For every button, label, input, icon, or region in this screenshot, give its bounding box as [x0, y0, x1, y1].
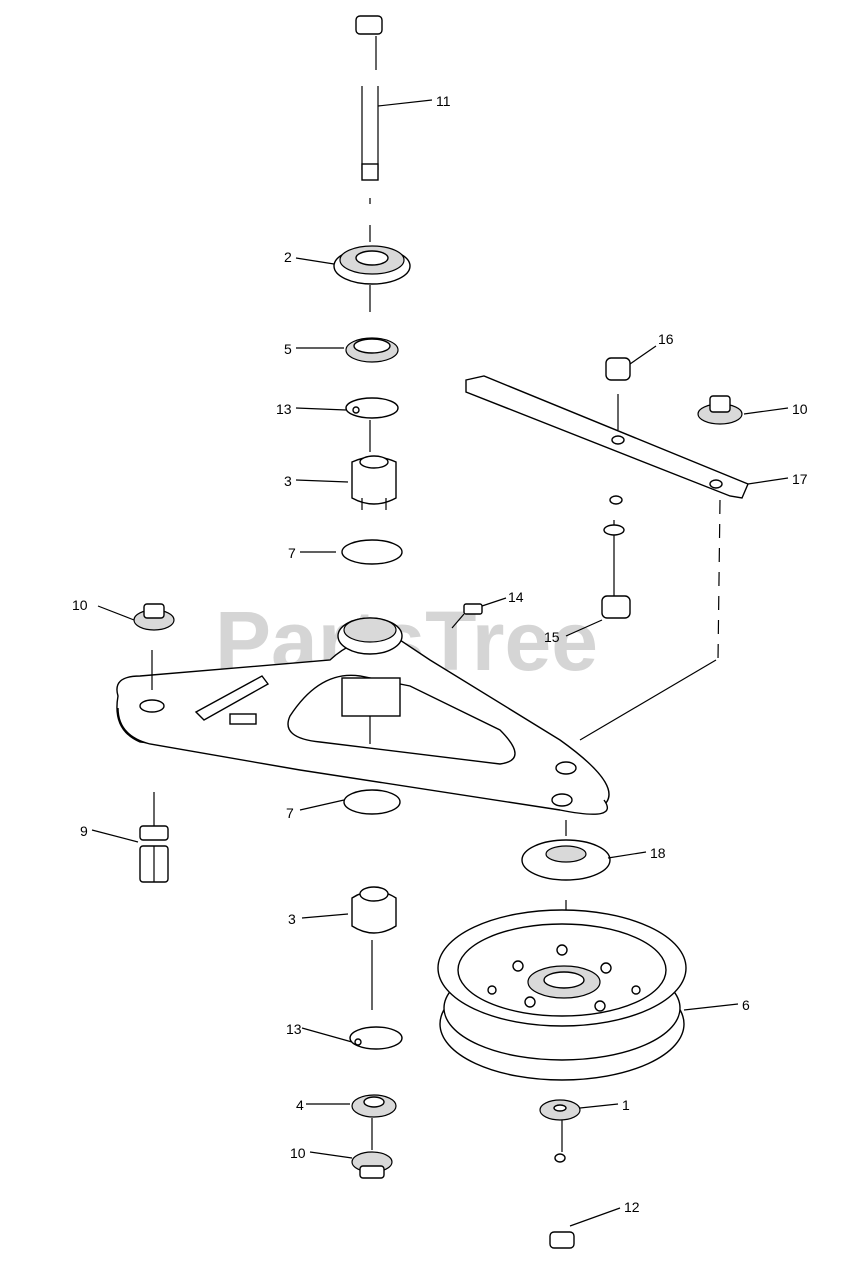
- part-16-nut: [605, 357, 631, 430]
- part-5-seal: [345, 337, 399, 363]
- callout-9: 9: [80, 823, 88, 839]
- part-14-grease-fitting: [451, 603, 483, 629]
- part-3-spacer-lower: [351, 886, 397, 1010]
- part-9-pivot-bolt: [139, 792, 169, 883]
- callout-13-upper: 13: [276, 401, 292, 417]
- callout-10-left: 10: [72, 597, 88, 613]
- callout-17: 17: [792, 471, 808, 487]
- callout-16: 16: [658, 331, 674, 347]
- callout-12: 12: [624, 1199, 640, 1215]
- part-10-nut-bottom: [351, 1118, 393, 1179]
- callout-7-upper: 7: [288, 545, 296, 561]
- callout-1: 1: [622, 1097, 630, 1113]
- callout-18: 18: [650, 845, 666, 861]
- callout-10-bottom: 10: [290, 1145, 306, 1161]
- part-11-bolt: [355, 15, 383, 204]
- callout-14: 14: [508, 589, 524, 605]
- callout-11: 11: [436, 93, 451, 109]
- callout-15: 15: [544, 629, 560, 645]
- part-6-idler-pulley: [437, 900, 687, 1081]
- part-12-bolt: [549, 1120, 575, 1249]
- callout-4: 4: [296, 1097, 304, 1113]
- part-10-nut-right: [697, 395, 743, 425]
- callout-6: 6: [742, 997, 750, 1013]
- part-18-bearing: [521, 820, 611, 881]
- part-17-bracket: [465, 375, 749, 741]
- callout-2: 2: [284, 249, 292, 265]
- callout-13-lower: 13: [286, 1021, 302, 1037]
- callout-3-lower: 3: [288, 911, 296, 927]
- part-10-nut-left: [133, 603, 175, 631]
- callout-5: 5: [284, 341, 292, 357]
- idler-arm: [116, 617, 610, 815]
- part-2-bearing: [333, 225, 411, 312]
- part-3-spacer-upper: [351, 420, 397, 510]
- callout-3-upper: 3: [284, 473, 292, 489]
- part-15-shoulder-bolt: [601, 495, 631, 619]
- part-7-o-ring-upper: [341, 539, 403, 565]
- part-7-o-ring-lower: [343, 789, 401, 815]
- part-1-washer: [539, 1099, 581, 1121]
- part-4-bearing: [351, 1094, 397, 1118]
- part-13-snap-ring-upper: [345, 397, 399, 419]
- callout-10-right: 10: [792, 401, 808, 417]
- part-13-snap-ring-lower: [349, 1026, 403, 1050]
- callout-7-lower: 7: [286, 805, 294, 821]
